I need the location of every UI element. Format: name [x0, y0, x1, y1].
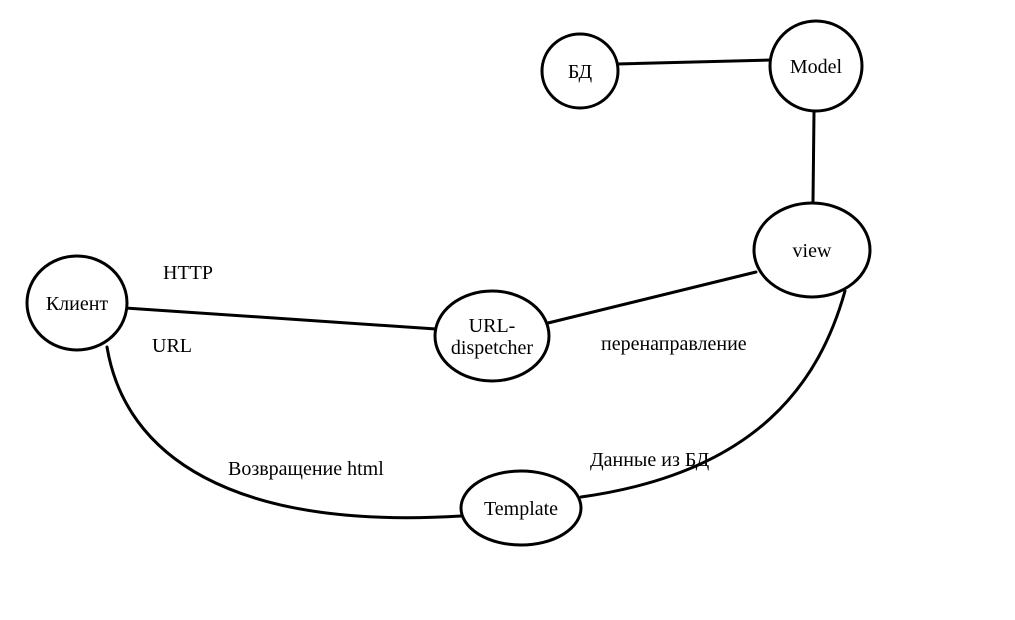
node-shape-template [459, 469, 583, 547]
edge-view-url-dispetcher [546, 270, 758, 325]
edge-label-url: URL [152, 335, 192, 357]
node-label-model: Model [790, 56, 843, 78]
node-db: БД [540, 32, 620, 110]
node-shape-client [25, 254, 129, 352]
node-label-client: Клиент [46, 293, 109, 315]
node-label-view: view [793, 240, 832, 262]
node-view: view [752, 201, 872, 299]
edge-label-http: HTTP [163, 262, 213, 284]
node-url-dispetcher: URL-dispetcher [433, 289, 551, 383]
edge-client-url-dispetcher [124, 306, 438, 331]
edge-label-data-from-db: Данные из БД [590, 449, 710, 471]
node-shape-view [752, 201, 872, 299]
edge-model-view [811, 110, 816, 204]
node-client: Клиент [25, 254, 129, 352]
node-shape-url-dispetcher [433, 289, 551, 383]
node-shape-db [540, 32, 620, 110]
edge-label-return-html: Возвращение html [228, 458, 384, 480]
node-template: Template [459, 469, 583, 547]
edge-label-redirect: перенаправление [601, 333, 747, 355]
edge-view-template [579, 289, 847, 499]
edge-db-model [615, 58, 773, 66]
node-label-url-dispetcher: URL-dispetcher [451, 315, 534, 359]
edge-client-template [105, 345, 463, 520]
node-label-db: БД [568, 61, 593, 83]
node-shape-model [768, 19, 864, 113]
node-model: Model [768, 19, 864, 113]
node-label-template: Template [484, 498, 558, 520]
